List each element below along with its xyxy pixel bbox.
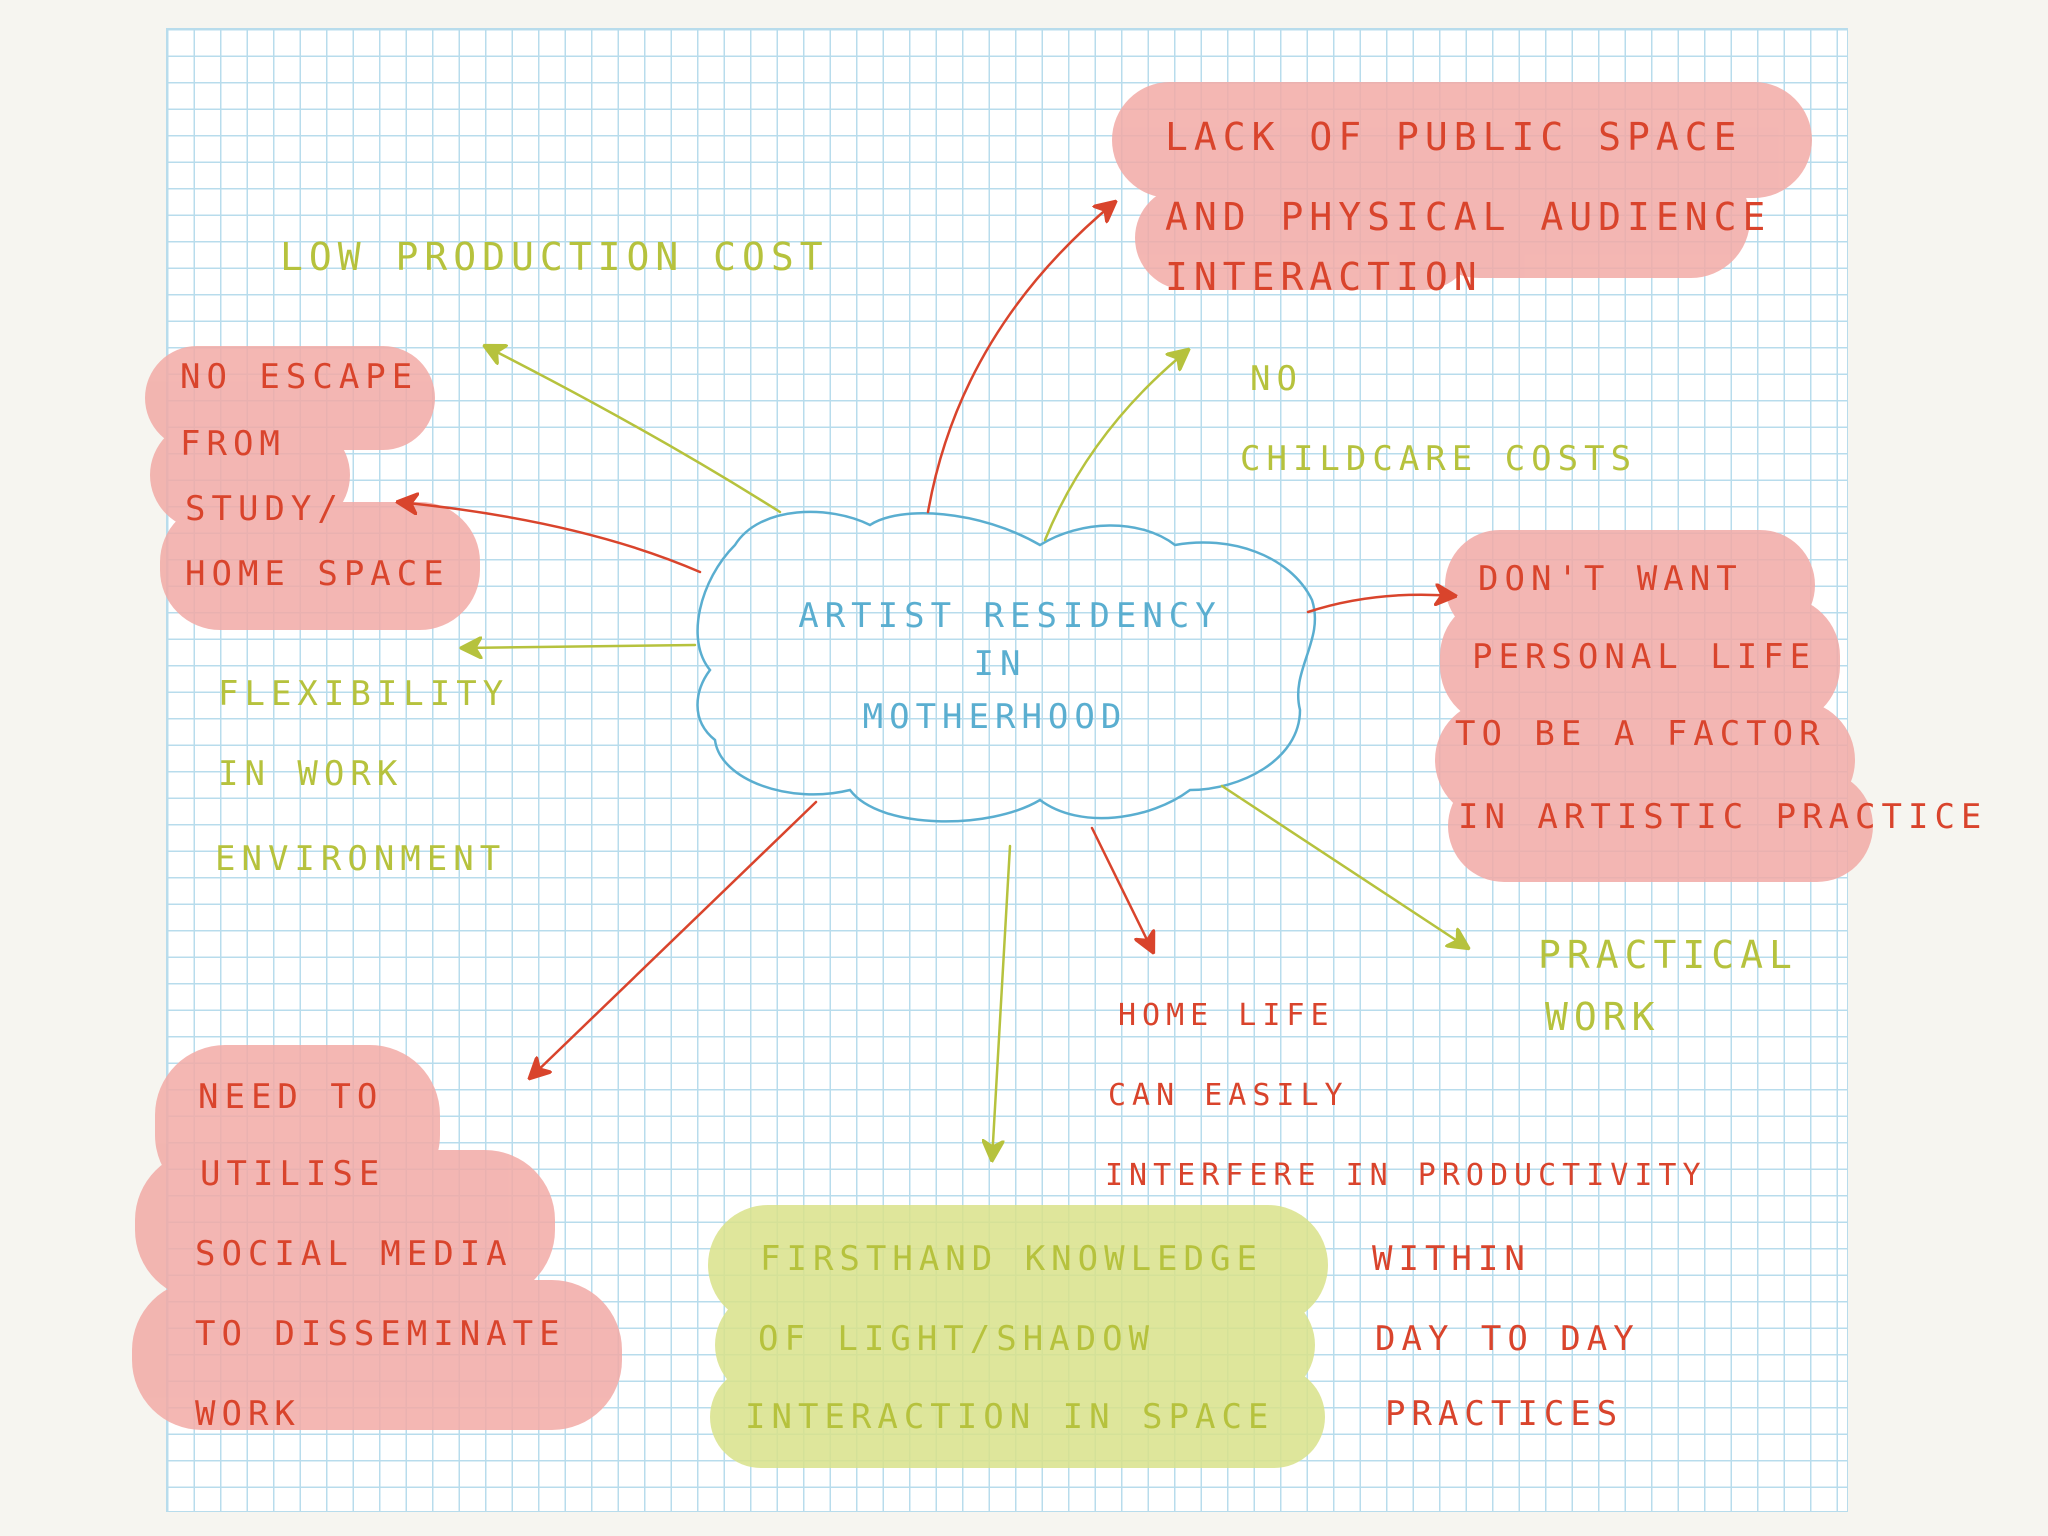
highlight-social-media	[132, 1045, 622, 1430]
node-line: OF LIGHT/SHADOW	[758, 1319, 1155, 1359]
node-line: IN WORK	[218, 754, 403, 794]
arrow-to-practical-work	[1220, 784, 1468, 948]
highlight-no-escape	[145, 346, 480, 630]
node-line: PRACTICAL	[1538, 933, 1798, 977]
arrow-to-personal-life	[1306, 595, 1455, 614]
node-line: FLEXIBILITY	[218, 674, 509, 714]
center-line: MOTHERHOOD	[863, 697, 1128, 737]
arrow-to-home-life	[1090, 826, 1153, 952]
node-line: LOW PRODUCTION COST	[280, 235, 829, 279]
node-line: CAN EASILY	[1108, 1078, 1349, 1113]
node-line: CHILDCARE COSTS	[1240, 439, 1637, 479]
node-home-life: HOME LIFE CAN EASILY INTERFERE IN PRODUC…	[1105, 998, 1707, 1193]
node-line: HOME LIFE	[1118, 998, 1335, 1033]
node-no-escape: NO ESCAPE FROM STUDY/ HOME SPACE	[180, 357, 450, 594]
node-practical-work: PRACTICAL WORK	[1538, 933, 1798, 1039]
arrow-to-public-space	[926, 202, 1115, 514]
arrow-to-flexibility	[462, 645, 697, 648]
arrow-to-production-cost	[485, 346, 782, 514]
node-line: WORK	[1545, 995, 1661, 1039]
node-line: NO ESCAPE	[180, 357, 418, 397]
node-within-practices: WITHIN DAY TO DAY PRACTICES	[1372, 1239, 1640, 1434]
node-line: PERSONAL LIFE	[1472, 637, 1816, 677]
node-line: NEED TO	[198, 1077, 383, 1117]
node-line: PRACTICES	[1385, 1394, 1623, 1434]
node-line: FROM	[180, 424, 286, 464]
node-line: STUDY/	[185, 489, 344, 529]
node-line: UTILISE	[200, 1154, 385, 1194]
center-topic: ARTIST RESIDENCY IN MOTHERHOOD	[798, 596, 1222, 737]
node-line: INTERACTION	[1165, 255, 1483, 299]
node-line: IN ARTISTIC PRACTICE	[1458, 797, 1987, 837]
arrow-to-no-escape	[398, 502, 702, 574]
node-firsthand: FIRSTHAND KNOWLEDGE OF LIGHT/SHADOW INTE…	[745, 1239, 1274, 1437]
highlight-firsthand	[708, 1205, 1328, 1468]
node-line: DON'T WANT	[1478, 559, 1743, 599]
center-line: ARTIST RESIDENCY	[798, 596, 1222, 636]
node-production-cost: LOW PRODUCTION COST	[280, 235, 829, 279]
highlight-personal-life	[1435, 530, 1873, 882]
center-cloud-outline	[696, 510, 1317, 823]
node-flexibility: FLEXIBILITY IN WORK ENVIRONMENT	[215, 674, 509, 879]
node-line: ENVIRONMENT	[215, 839, 506, 879]
node-line: WORK	[195, 1394, 301, 1434]
node-line: HOME SPACE	[185, 554, 450, 594]
node-line: NO	[1250, 359, 1303, 399]
node-line: TO DISSEMINATE	[195, 1314, 566, 1354]
node-public-space: LACK OF PUBLIC SPACE AND PHYSICAL AUDIEN…	[1165, 115, 1771, 299]
node-line: SOCIAL MEDIA	[195, 1234, 513, 1274]
node-line: FIRSTHAND KNOWLEDGE	[760, 1239, 1263, 1279]
node-line: TO BE A FACTOR	[1455, 714, 1826, 754]
node-line: WITHIN	[1372, 1239, 1531, 1279]
arrow-to-social-media	[530, 800, 818, 1078]
node-childcare: NO CHILDCARE COSTS	[1240, 359, 1637, 479]
node-line: INTERACTION IN SPACE	[745, 1397, 1274, 1437]
highlight-public-space	[1112, 82, 1812, 290]
node-social-media: NEED TO UTILISE SOCIAL MEDIA TO DISSEMIN…	[195, 1077, 566, 1434]
arrow-to-firsthand	[992, 844, 1012, 1160]
node-line: AND PHYSICAL AUDIENCE	[1165, 195, 1771, 239]
center-line: IN	[974, 644, 1027, 684]
node-line: INTERFERE IN PRODUCTIVITY	[1105, 1158, 1707, 1193]
node-line: DAY TO DAY	[1375, 1319, 1640, 1359]
node-personal-life: DON'T WANT PERSONAL LIFE TO BE A FACTOR …	[1455, 559, 1987, 837]
arrow-to-childcare	[1043, 350, 1188, 542]
node-line: LACK OF PUBLIC SPACE	[1165, 115, 1743, 159]
